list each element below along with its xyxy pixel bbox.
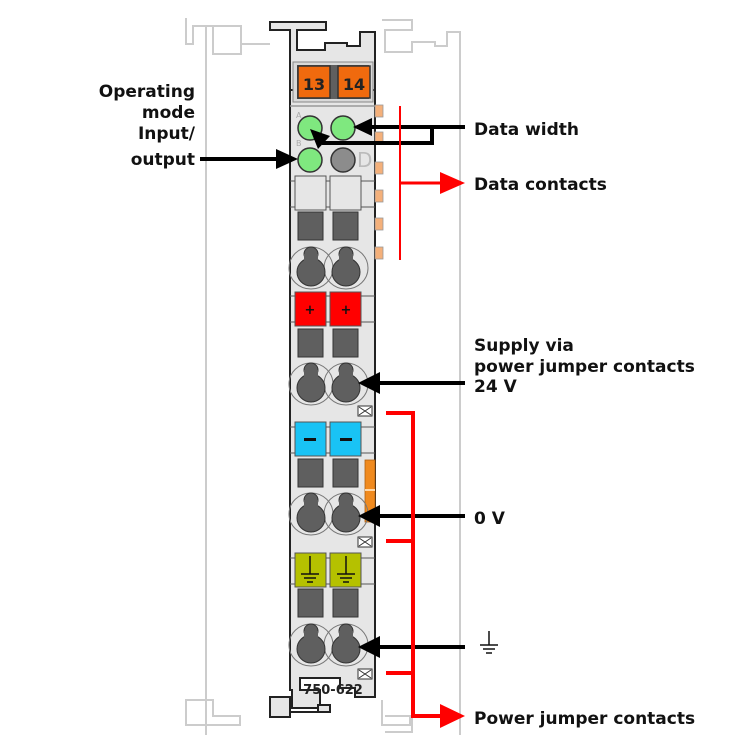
label-data-contacts: Data contacts	[474, 175, 607, 195]
callout-data-contacts	[399, 106, 465, 260]
clamp-pair-3	[288, 492, 369, 536]
terminal-row-plus: + +	[288, 291, 375, 417]
svg-text:Supply via: Supply via	[474, 336, 574, 356]
label-0v: 0 V	[474, 509, 506, 529]
svg-text:mode: mode	[142, 103, 195, 123]
callout-operating-mode	[200, 149, 298, 169]
svg-text:24 V: 24 V	[474, 377, 518, 397]
led-c	[330, 115, 356, 141]
marker-13-label: 13	[303, 75, 325, 94]
plus-release-button-2[interactable]	[329, 291, 362, 327]
release-button-1[interactable]	[294, 175, 327, 211]
svg-text:power jumper contacts: power jumper contacts	[474, 357, 695, 377]
ground-icon	[480, 631, 498, 654]
data-contacts	[374, 104, 384, 260]
ground-icon	[301, 556, 319, 583]
led-d	[330, 147, 356, 173]
wire-slot-8	[332, 588, 359, 618]
clamp-pair-2	[288, 362, 369, 406]
callout-data-width	[310, 118, 465, 149]
svg-text:output: output	[131, 150, 195, 170]
ground-icon	[337, 556, 355, 583]
minus-symbol-1	[304, 438, 316, 441]
label-supply: Supply via power jumper contacts 24 V	[474, 336, 695, 397]
jumper-contact-knife-2	[357, 536, 373, 548]
terminal-row-minus	[288, 421, 376, 548]
wire-slot-1	[297, 211, 324, 241]
terminal-row-ground	[288, 552, 375, 680]
marker-14	[337, 65, 371, 99]
callout-supply-24v	[358, 372, 465, 394]
label-power-jumper-contacts: Power jumper contacts	[474, 709, 695, 729]
wire-slot-2	[332, 211, 359, 241]
wire-slot-7	[297, 588, 324, 618]
led-b	[297, 147, 323, 173]
wire-slot-3	[297, 328, 324, 358]
wire-slot-6	[332, 458, 359, 488]
jumper-contact-knife-1	[357, 405, 373, 417]
marker-carrier: 13 14	[292, 61, 374, 103]
callout-0v	[358, 505, 465, 527]
led-panel: A B D	[296, 111, 372, 173]
led-label-d: D	[357, 148, 372, 172]
led-label-b: B	[296, 139, 302, 148]
neighbor-module-outline	[185, 18, 461, 735]
plus-symbol-1: +	[305, 303, 316, 318]
wire-slot-4	[332, 328, 359, 358]
label-operating-mode: Operating mode Input/ output	[99, 82, 196, 170]
svg-text:Operating: Operating	[99, 82, 195, 102]
callout-ground	[358, 636, 465, 658]
clamp-pair-1	[288, 246, 369, 290]
callout-power-jumper-contacts	[386, 411, 465, 728]
label-data-width: Data width	[474, 120, 579, 140]
part-number: 750-622	[303, 683, 363, 698]
minus-symbol-2	[340, 438, 352, 441]
marker-13	[297, 65, 331, 99]
marker-14-label: 14	[343, 75, 365, 94]
release-button-2[interactable]	[329, 175, 362, 211]
terminal-row-data	[288, 175, 375, 290]
plus-symbol-2: +	[341, 303, 352, 318]
svg-text:Input/: Input/	[138, 124, 196, 144]
wire-slot-5	[297, 458, 324, 488]
jumper-contact-knife-3	[357, 668, 373, 680]
plus-release-button-1[interactable]	[294, 291, 327, 327]
led-label-a: A	[296, 111, 302, 120]
